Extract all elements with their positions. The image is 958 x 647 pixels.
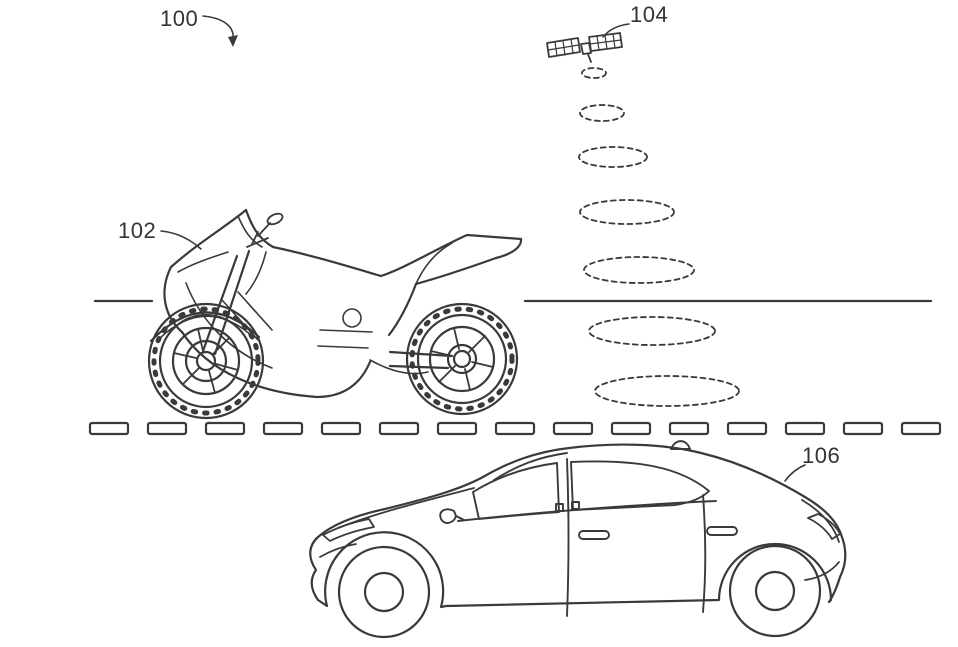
car-rear-details [801, 499, 841, 581]
car-roof-antenna-fin [670, 440, 691, 450]
signal-wave [588, 316, 716, 346]
lane-markings [88, 421, 942, 436]
signal-wave [578, 146, 648, 168]
lane-dash [320, 421, 362, 436]
motorcycle-icon [147, 208, 523, 420]
label-102: 102 [118, 218, 156, 243]
signal-waves [578, 67, 740, 407]
label-100: 100 [160, 6, 198, 31]
label-100-arrowhead [228, 35, 238, 47]
car-glass-and-pillars [457, 452, 717, 617]
label-104-leader [602, 23, 630, 38]
motorcycle-rear-wheel [405, 302, 519, 416]
satellite-panel-right-hatching [589, 33, 622, 51]
lane-dash [436, 421, 478, 436]
signal-wave [579, 104, 625, 122]
lane-dash [842, 421, 884, 436]
signal-wave [581, 67, 607, 79]
motorcycle-front-wheel [147, 302, 265, 420]
car-icon [309, 440, 847, 639]
lane-dash [552, 421, 594, 436]
car-side-mirror [439, 508, 465, 524]
car-front-details [319, 487, 475, 558]
lane-dash [378, 421, 420, 436]
label-106: 106 [802, 443, 840, 468]
lane-dash [900, 421, 942, 436]
front-wheel-spokes [173, 328, 239, 394]
lane-dash [668, 421, 710, 436]
lane-dash [204, 421, 246, 436]
signal-wave [579, 199, 675, 225]
rear-wheel-spokes [430, 327, 494, 391]
motorcycle-handlebar-mirror [246, 212, 284, 248]
label-100-leader [202, 15, 234, 41]
motorcycle-forks [201, 249, 251, 356]
lane-dash [726, 421, 768, 436]
car-rear-wheel [728, 544, 822, 638]
signal-wave [583, 256, 695, 284]
reference-labels: 100 104 102 106 [118, 2, 840, 482]
motorcycle-engine-details [317, 308, 429, 375]
motorcycle-body [163, 208, 523, 399]
satellite-body [580, 42, 592, 55]
label-104: 104 [630, 2, 668, 27]
car-door-handles [578, 526, 738, 540]
lane-dash [784, 421, 826, 436]
lane-dash [262, 421, 304, 436]
signal-wave [594, 375, 740, 407]
lane-dash [494, 421, 536, 436]
motorcycle-swingarm [388, 350, 454, 370]
satellite-antenna [587, 53, 592, 63]
label-106-leader [784, 464, 806, 482]
car-front-wheel [337, 545, 431, 639]
label-102-leader [160, 230, 202, 250]
motorcycle-fairing-details [185, 282, 273, 369]
lane-dash [88, 421, 130, 436]
lane-dash [146, 421, 188, 436]
car-body-outline [309, 443, 847, 609]
lane-dash [610, 421, 652, 436]
satellite-panel-left-hatching [547, 38, 580, 57]
satellite-icon [546, 32, 623, 63]
satellite-solar-panel-left [546, 37, 581, 58]
